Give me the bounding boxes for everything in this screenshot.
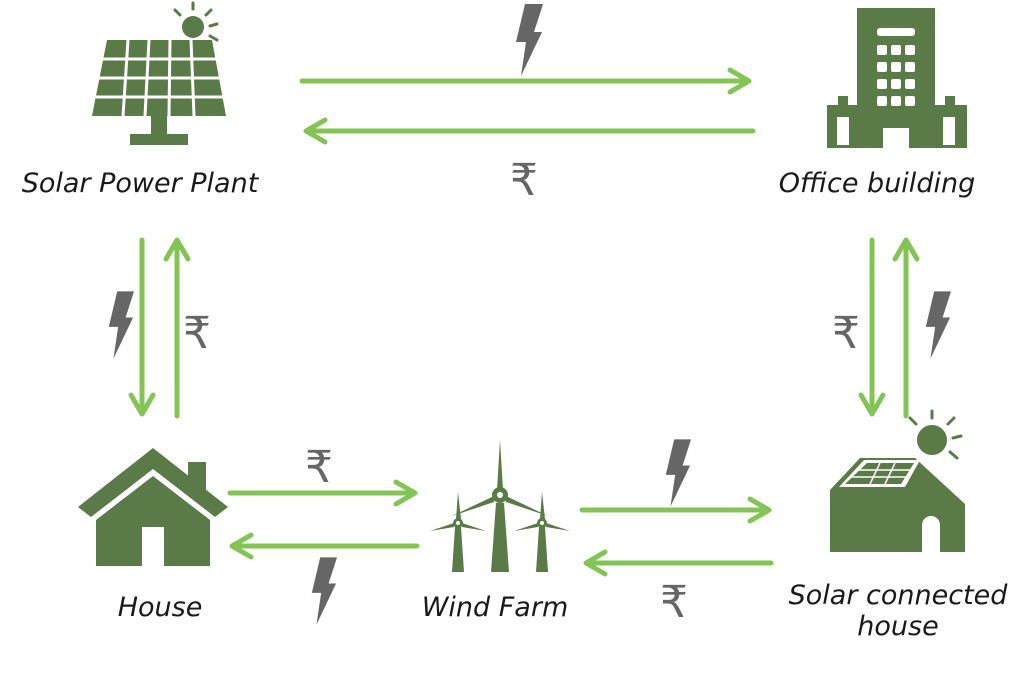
- label-house: House: [117, 592, 203, 623]
- solar-house-icon: [830, 409, 965, 552]
- arrow-solar-to-office: [299, 67, 752, 95]
- rupee-symbol: ₹: [305, 442, 333, 493]
- label-wind-farm: Wind Farm: [421, 592, 569, 623]
- office-building-icon: [827, 8, 967, 148]
- solar-panel-icon: [92, 1, 226, 145]
- arrow-house-to-solar: [163, 237, 191, 419]
- label-office-building: Office building: [778, 168, 976, 199]
- house-icon: [78, 448, 228, 566]
- rupee-symbol: ₹: [660, 577, 688, 628]
- arrow-office-to-solar-house: [858, 237, 886, 417]
- wind-turbine-icon: [430, 440, 570, 572]
- label-solar-connected-house-line2: house: [857, 611, 939, 643]
- lightning-icon: [516, 4, 543, 76]
- arrow-office-to-solar: [303, 117, 756, 145]
- arrow-solar-house-to-windfarm: [583, 549, 774, 577]
- label-solar-connected-house: Solar connected house: [786, 580, 1010, 642]
- lightning-icon: [108, 291, 134, 359]
- label-solar-power-plant: Solar Power Plant: [21, 168, 259, 199]
- rupee-symbol: ₹: [510, 155, 538, 206]
- arrow-windfarm-to-solar-house: [579, 496, 772, 524]
- flow-arrows: [128, 67, 920, 577]
- arrow-windfarm-to-house: [229, 532, 420, 560]
- arrow-house-to-windfarm: [227, 479, 418, 507]
- arrow-solar-house-to-office: [892, 237, 920, 419]
- lightning-icon: [925, 291, 951, 359]
- rupee-symbol: ₹: [183, 308, 211, 359]
- currency-symbols: ₹ ₹ ₹ ₹ ₹: [183, 155, 860, 628]
- label-solar-connected-house-line1: Solar connected: [788, 580, 1008, 611]
- rupee-symbol: ₹: [832, 308, 860, 359]
- lightning-icon: [665, 439, 691, 507]
- arrow-solar-to-house: [128, 237, 156, 417]
- lightning-icon: [311, 557, 337, 625]
- electricity-symbols: [108, 4, 951, 625]
